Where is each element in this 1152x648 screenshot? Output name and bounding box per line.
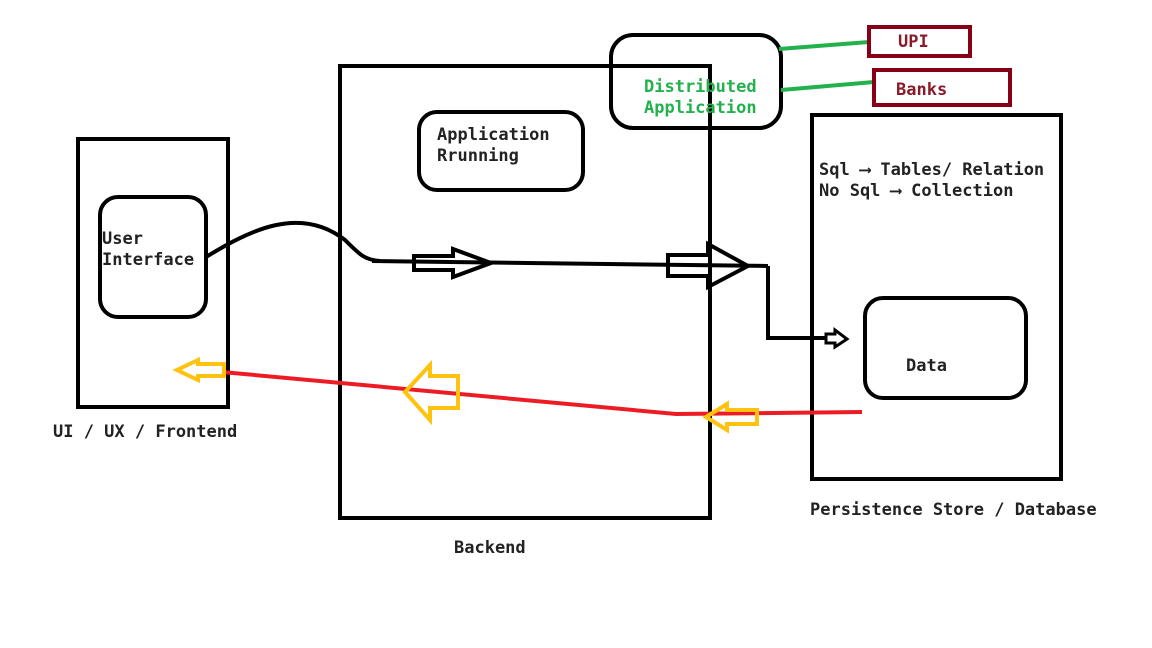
request-to-data-arrow <box>824 327 850 350</box>
banks-label: Banks <box>896 80 948 100</box>
request-curve <box>204 220 381 263</box>
response-arrow-backend <box>402 359 460 426</box>
nosql-label: No Sql ⟶ Collection <box>819 181 1014 201</box>
upi-connector <box>778 40 870 51</box>
application-running-box <box>417 110 585 192</box>
upi-label: UPI <box>898 32 929 52</box>
application-running-label-line1: Application <box>437 125 550 145</box>
database-caption: Persistence Store / Database <box>810 500 1097 520</box>
user-interface-label-line2: Interface <box>102 250 195 270</box>
request-line <box>371 259 769 268</box>
request-to-data-line <box>766 266 826 340</box>
distributed-application-box <box>609 33 783 130</box>
application-running-label-line2: Rrunning <box>437 146 519 166</box>
database-box <box>810 113 1063 481</box>
frontend-caption: UI / UX / Frontend <box>53 422 238 442</box>
user-interface-label-line1: User <box>102 229 143 249</box>
data-box <box>863 296 1028 400</box>
response-arrow-frontend <box>172 356 226 384</box>
upi-box <box>867 25 972 58</box>
banks-connector <box>780 80 875 92</box>
response-line <box>221 370 863 417</box>
banks-box <box>872 68 1012 107</box>
request-arrow-1 <box>412 246 497 280</box>
data-label: Data <box>906 356 947 376</box>
distributed-application-label-line1: Distributed <box>644 77 757 97</box>
response-arrow-db <box>702 400 759 434</box>
frontend-box <box>76 137 230 409</box>
backend-caption: Backend <box>454 538 526 558</box>
request-arrow-2 <box>666 240 753 291</box>
distributed-application-label-line2: Application <box>644 98 757 118</box>
backend-box <box>338 64 712 520</box>
sql-label: Sql ⟶ Tables/ Relation <box>819 160 1045 180</box>
